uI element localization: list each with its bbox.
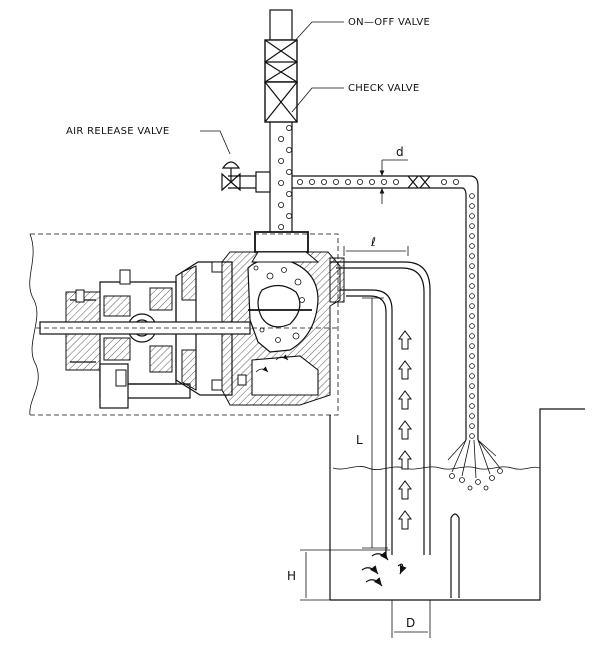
air-bubble <box>469 353 475 359</box>
flow-up-arrow-icon <box>398 360 412 380</box>
air-bubble <box>469 343 475 349</box>
dimension-lines <box>300 159 431 638</box>
air-bubble <box>286 146 293 153</box>
air-bubble <box>469 403 475 409</box>
air-bubble <box>452 178 459 185</box>
air-bubble <box>469 203 475 209</box>
dim-d-label: d <box>396 145 404 159</box>
dim-H-label: H <box>287 569 296 583</box>
air-bubble <box>356 178 363 185</box>
air-bubble <box>469 413 475 419</box>
air-bubble <box>469 313 475 319</box>
flow-up-arrow-icon <box>398 390 412 410</box>
air-bubble <box>469 193 475 199</box>
air-bubble <box>286 125 293 132</box>
on-off-valve-body <box>264 39 298 83</box>
bolts <box>75 261 247 391</box>
air-bubble <box>368 178 375 185</box>
air-bubble <box>286 212 293 219</box>
on-off-valve-label: ON—OFF VALVE <box>348 17 430 28</box>
air-bubble <box>469 223 475 229</box>
air-bubble <box>469 263 475 269</box>
air-bubble <box>380 178 387 185</box>
tank <box>329 408 585 601</box>
air-bubble <box>286 190 293 197</box>
air-bubble <box>344 178 351 185</box>
air-bubble <box>469 233 475 239</box>
flow-up-arrow-icon <box>398 420 412 440</box>
air-bubble <box>469 363 475 369</box>
flow-up-arrow-icon <box>398 480 412 500</box>
water-surface <box>332 466 541 470</box>
air-bubbles-riser <box>278 125 293 230</box>
air-bubble <box>469 433 475 439</box>
air-bubble <box>469 273 475 279</box>
air-bubble <box>469 283 475 289</box>
inflow-arrows <box>361 551 407 587</box>
flow-up-arrow-icon <box>398 450 412 470</box>
air-bubble <box>278 223 285 230</box>
air-bubble <box>469 423 475 429</box>
air-release-valve <box>221 161 271 193</box>
air-bubble <box>392 178 399 185</box>
air-bubble <box>469 243 475 249</box>
air-bubble <box>320 178 327 185</box>
check-valve-label: CHECK VALVE <box>348 83 420 94</box>
bearing-frame <box>36 261 340 409</box>
pump-base <box>29 233 339 416</box>
air-bubble <box>440 178 447 185</box>
callout-leaders <box>200 21 344 155</box>
air-bubble <box>469 323 475 329</box>
flow-up-arrow-icon <box>398 510 412 530</box>
air-bubble <box>469 393 475 399</box>
pump-casing <box>221 251 341 406</box>
air-bubble <box>469 293 475 299</box>
air-bubble <box>286 168 293 175</box>
dim-l-small-label: ℓ <box>370 235 376 249</box>
air-bubble <box>278 179 285 186</box>
air-bubble <box>469 303 475 309</box>
air-bubble <box>469 383 475 389</box>
flow-up-arrow-icon <box>398 330 412 350</box>
air-bubble <box>296 178 303 185</box>
air-bubble <box>469 253 475 259</box>
line-valve-icon <box>407 175 419 189</box>
discharge-column <box>254 9 309 253</box>
air-bubble <box>332 178 339 185</box>
dim-L-label: L <box>356 433 363 447</box>
air-return-line <box>292 175 503 491</box>
air-bubble <box>469 373 475 379</box>
suction-pipe <box>329 257 431 587</box>
air-bubble <box>308 178 315 185</box>
air-bubble <box>278 201 285 208</box>
air-release-valve-label: AIR RELEASE VALVE <box>66 126 170 137</box>
air-bubble <box>469 213 475 219</box>
dim-D-label: D <box>406 616 415 630</box>
spray-outlet <box>447 439 503 491</box>
air-bubble <box>469 333 475 339</box>
air-bubble <box>278 157 285 164</box>
air-bubble <box>278 135 285 142</box>
